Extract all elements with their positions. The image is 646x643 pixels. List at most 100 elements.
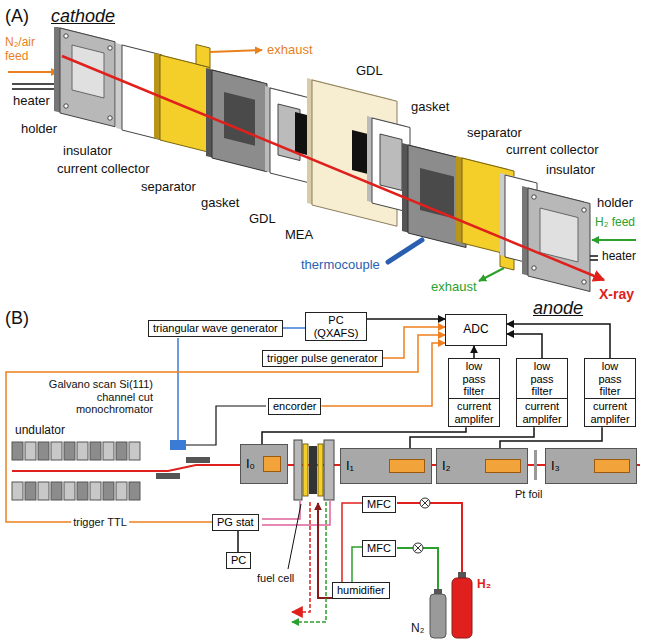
signal-line [507,334,542,358]
thermocouple-probe [388,240,422,262]
part-label: holder [596,196,634,211]
signal-generator-box: trigger pulse generator [262,350,383,367]
node-text: I₀ [246,457,255,472]
gas-label: H₂ [476,578,492,592]
signal-line [507,324,610,358]
filter-box: low pass filter [448,358,500,400]
encoder-box: encorder [268,398,321,415]
part-label: holder [20,122,58,137]
heater-wire [12,88,60,90]
mono-crystal [156,473,180,479]
part-label: current collector [505,143,599,158]
filter-box: low pass filter [584,358,636,400]
part-label: GDL [248,212,277,227]
encoder-wire [186,406,266,445]
valve-symbol [415,545,422,552]
gas-label: exhaust [266,43,314,58]
signal-line [352,547,362,582]
gas-label: N₂/air feed [4,36,52,64]
flow-field [224,92,255,146]
undulator-magnet [90,442,101,460]
part-label: gasket [200,196,240,211]
signal-line [283,327,305,329]
mass-flow-controller: MFC [362,540,396,557]
signal-line [237,531,239,552]
bolt-hole [108,116,112,120]
valve-symbol [422,500,429,507]
gas-line [397,503,462,572]
part-label: heater [12,94,51,109]
ion-chamber: I₃ [545,448,637,484]
filter-box: low pass filter [516,358,568,400]
gas-cylinder [452,578,472,638]
bolt-hole [532,266,536,270]
part-label: separator [140,180,197,195]
holder-plate [60,28,115,127]
node-text: PC (QXAFS) [310,314,362,339]
part-label: thermocouple [300,258,381,273]
electrode [594,459,630,474]
node-text: triangular wave generator [153,322,278,335]
undulator-magnet [129,442,140,460]
edge-label: trigger TTL [71,516,129,529]
node-text: low pass filter [521,360,563,398]
signal-generator-box: triangular wave generator [148,320,283,337]
amplifier-box: current amplifer [584,398,636,427]
gas-line [397,548,438,589]
node-text: trigger pulse generator [267,352,378,365]
heater-wire [12,83,60,85]
node-text: ADC [463,323,488,337]
pt-foil [534,450,537,480]
undulator-magnet [51,442,62,460]
gas-label: exhaust [430,280,478,295]
side-title: anode [532,298,584,319]
exhaust-line [292,502,310,612]
node-text: current amplifer [589,400,631,425]
undulator-magnet [64,442,75,460]
amplifier-box: current amplifer [448,398,500,427]
gdl-sheet [352,130,368,174]
beam-label: X-ray [598,286,635,302]
bolt-hole [108,46,112,50]
current-collector-plate [160,55,210,153]
valve-symbol [420,498,430,508]
undulator-magnet [116,482,127,500]
mono-crystal [186,457,210,463]
part-label: undulator [14,424,66,438]
gas-feed-pipe [592,239,636,241]
fuel-cell-mea [309,446,317,494]
fuel-cell-holder [324,440,334,500]
panel-letter: (A) [4,6,30,27]
undulator-magnet [129,482,140,500]
heater-wire [590,259,598,261]
signal-line [6,335,445,522]
bolt-hole [582,280,586,284]
exploded-cell [8,26,636,292]
ion-chamber: I₂ [436,448,528,484]
undulator-magnet [12,442,23,460]
fuel-cell-collector [303,444,308,496]
adc-box: ADC [445,314,507,346]
undulator-magnet [77,482,88,500]
undulator-magnet [12,482,23,500]
signal-line [342,503,362,582]
signal-line [473,346,475,358]
bolt-hole [532,195,536,199]
potentiostat-lead [262,501,300,519]
node-text: low pass filter [453,360,495,398]
undulator-magnet [25,442,36,460]
bolt-hole [64,104,68,108]
gas-cylinder [430,594,446,638]
signal-line [410,427,534,448]
undulator-magnet [51,482,62,500]
fuel-cell-collector [318,444,323,496]
undulator-magnet [38,442,49,460]
holder-window [540,208,578,262]
exhaust-line [292,502,326,622]
humidifier-box: humidifier [332,582,390,599]
undulator-magnet [103,482,114,500]
undulator-magnet [77,442,88,460]
node-text: PC [231,554,246,567]
gas-label: N₂ [410,622,425,636]
